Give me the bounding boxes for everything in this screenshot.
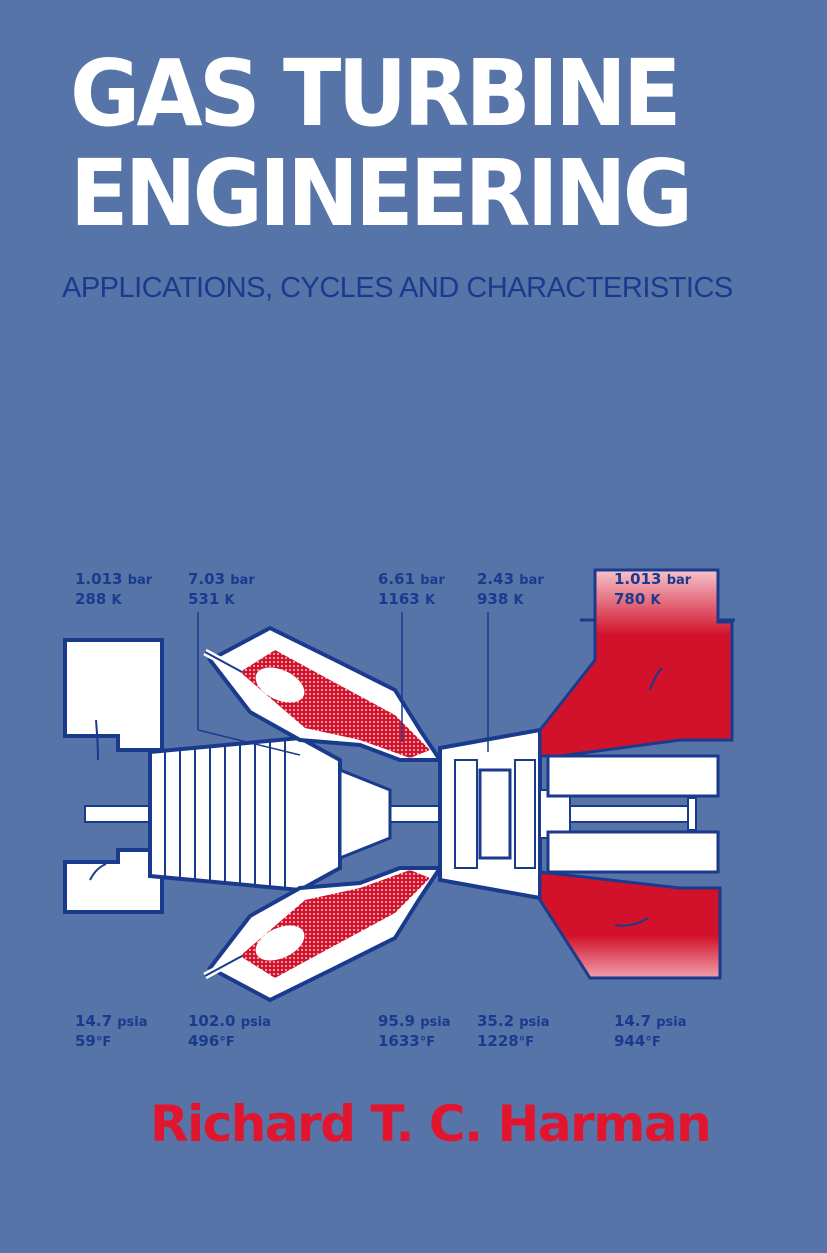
exhaust-upper (538, 568, 735, 798)
title-line-1: GAS TURBINE (70, 40, 681, 147)
station-1-top-label: 1.013 bar 288 K (75, 570, 153, 608)
lower-combustor (203, 866, 444, 1003)
inlet-duct (63, 638, 164, 914)
author-name: Richard T. C. Harman (150, 1095, 712, 1153)
gas-turbine-diagram (63, 568, 735, 1003)
title-line-2: ENGINEERING (70, 140, 693, 247)
exhaust-lower (538, 830, 722, 980)
subtitle: APPLICATIONS, CYCLES AND CHARACTERISTICS (62, 272, 733, 304)
station-2-top-label: 7.03 bar 531 K (188, 570, 255, 608)
station-leader-lines (197, 612, 489, 756)
station-2-bottom-label: 102.0 psia 496°F (188, 1012, 271, 1050)
station-1-bottom-label: 14.7 psia 59°F (75, 1012, 148, 1050)
station-3-top-label: 6.61 bar 1163 K (378, 570, 445, 608)
station-5-bottom-label: 14.7 psia 944°F (614, 1012, 687, 1050)
compressor (148, 735, 392, 893)
station-4-top-label: 2.43 bar 938 K (477, 570, 544, 608)
station-3-bottom-label: 95.9 psia 1633°F (378, 1012, 451, 1050)
station-5-top-label: 1.013 bar 780 K (614, 570, 692, 608)
station-4-bottom-label: 35.2 psia 1228°F (477, 1012, 550, 1050)
